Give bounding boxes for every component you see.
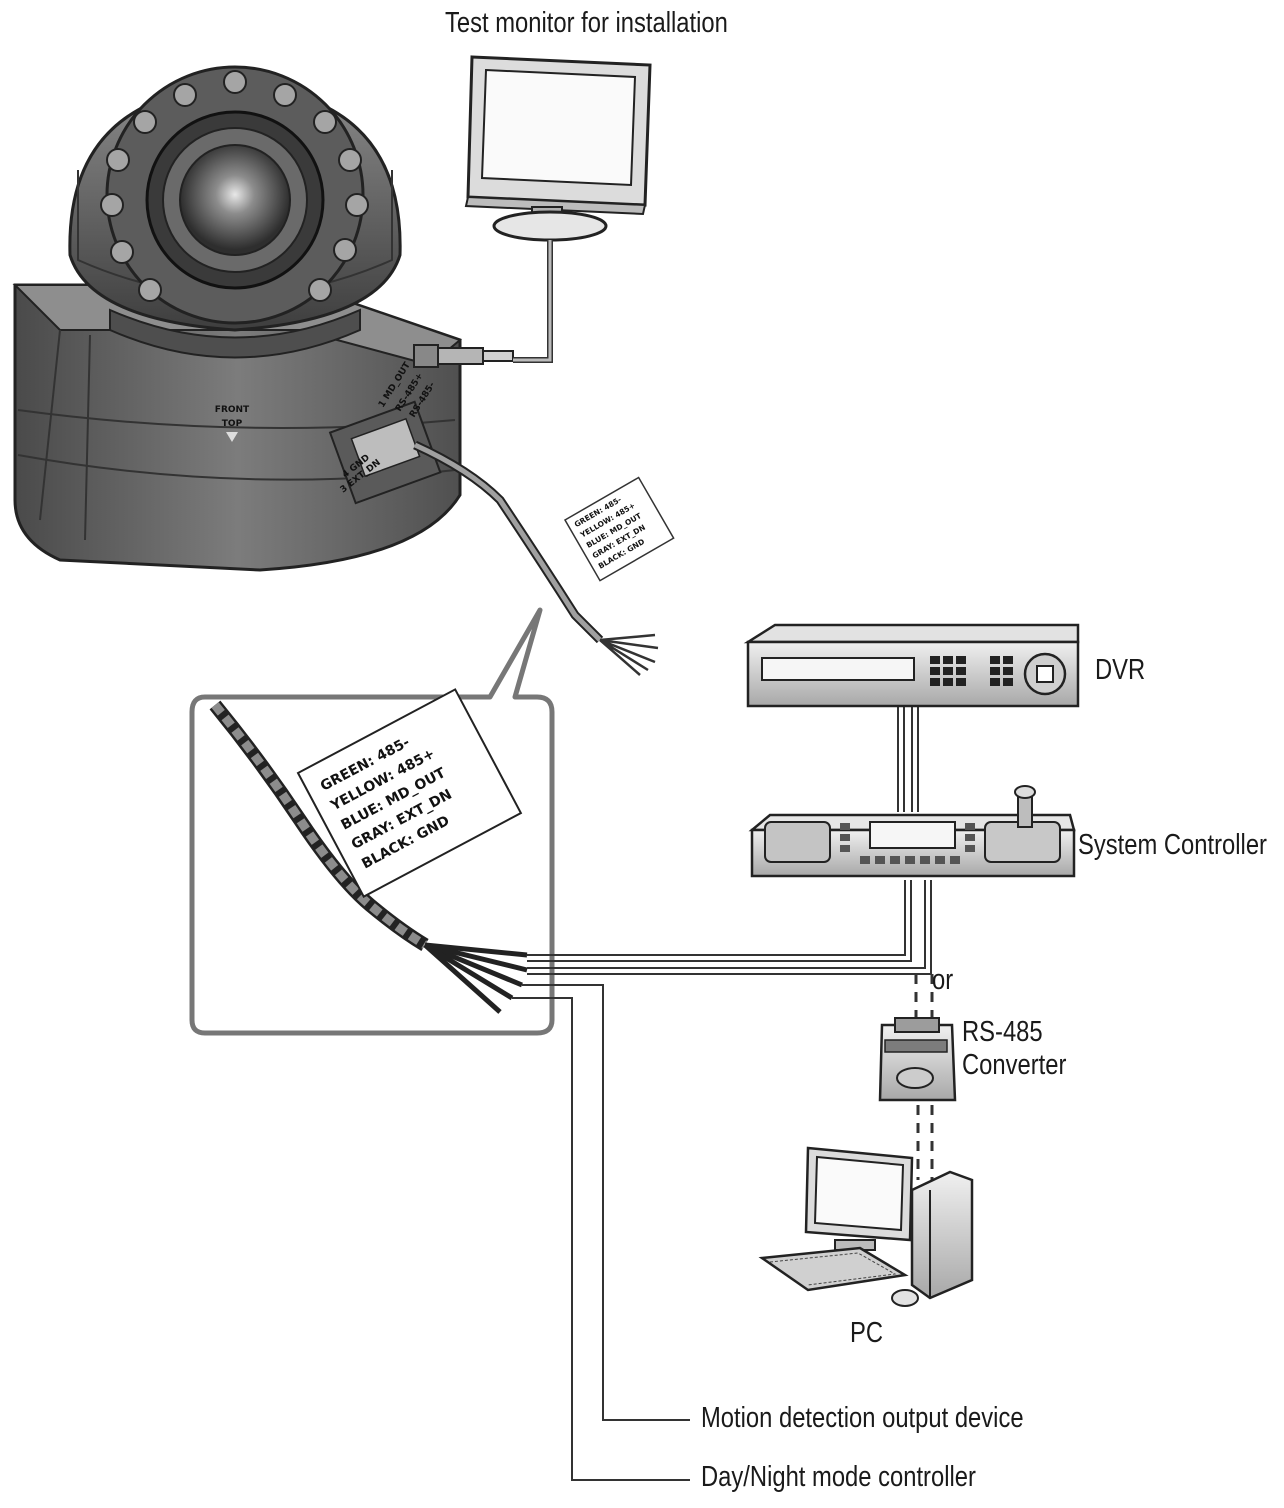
test-monitor <box>464 55 652 363</box>
system-controller-device <box>748 785 1076 878</box>
front-arrow-icon <box>226 432 238 442</box>
rs485-converter-device <box>878 1017 957 1102</box>
pc-label: PC <box>850 1317 884 1349</box>
rs485-converter-label-line2: Converter <box>962 1049 1067 1081</box>
system-controller-label: System Controller <box>1078 829 1267 861</box>
connection-lines <box>512 706 934 1481</box>
camera-front-label: FRONT <box>215 405 250 415</box>
rs485-converter-label-line1: RS-485 <box>962 1016 1043 1048</box>
dome-camera: FRONT TOP 4 GND 3 EXT_DN 1 MD_OUT RS-485… <box>12 65 514 572</box>
daynight-controller-label: Day/Night mode controller <box>701 1461 976 1493</box>
wire-callout: GREEN: 485- YELLOW: 485+ BLUE: MD_OUT GR… <box>189 607 555 1036</box>
pc-device <box>758 1146 974 1307</box>
camera-cable: GREEN: 485- YELLOW: 485+ BLUE: MD_OUT GR… <box>413 440 675 676</box>
motion-device-label: Motion detection output device <box>701 1402 1024 1434</box>
camera-top-label: TOP <box>222 419 243 429</box>
or-label: or <box>932 964 954 996</box>
dvr-label: DVR <box>1095 654 1146 686</box>
test-monitor-label: Test monitor for installation <box>445 7 728 39</box>
dvr-device <box>743 623 1080 708</box>
